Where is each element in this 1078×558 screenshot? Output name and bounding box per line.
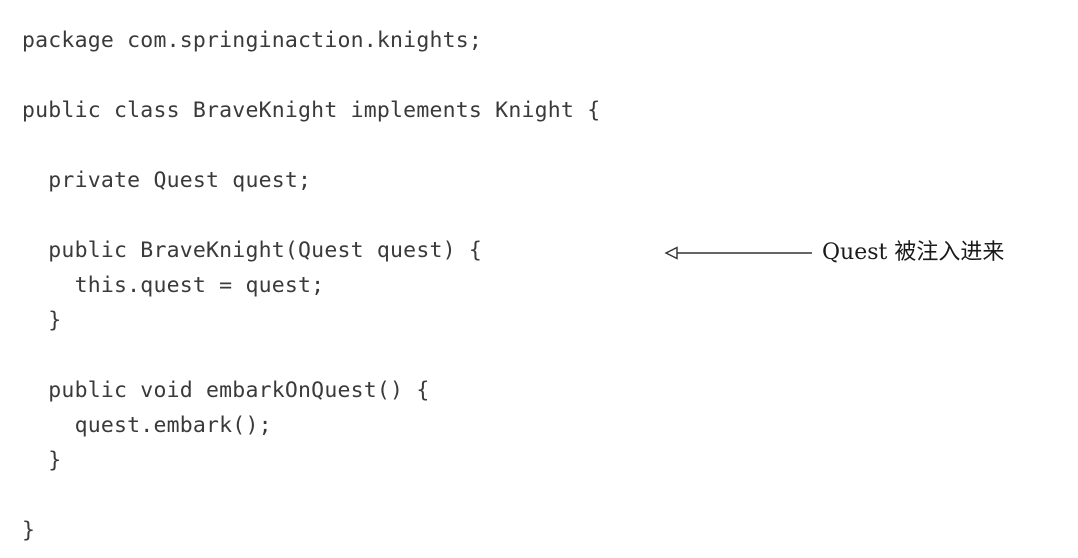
code-line-method-close: } xyxy=(22,448,62,473)
callout-annotation: Quest 被注入进来 xyxy=(660,238,1070,268)
code-line-assignment: this.quest = quest; xyxy=(22,273,325,298)
code-line-class-close: } xyxy=(22,518,36,543)
code-line-package: package com.springinaction.knights; xyxy=(22,28,483,53)
code-line-class-declaration: public class BraveKnight implements Knig… xyxy=(22,98,601,123)
callout-label: Quest 被注入进来 xyxy=(822,240,1005,265)
code-line-constructor: public BraveKnight(Quest quest) { xyxy=(22,238,483,263)
callout-arrow-icon xyxy=(664,246,812,260)
code-line-field: private Quest quest; xyxy=(22,168,312,193)
code-line-constructor-close: } xyxy=(22,308,62,333)
code-line-method: public void embarkOnQuest() { xyxy=(22,378,430,403)
code-line-embark-call: quest.embark(); xyxy=(22,413,272,438)
